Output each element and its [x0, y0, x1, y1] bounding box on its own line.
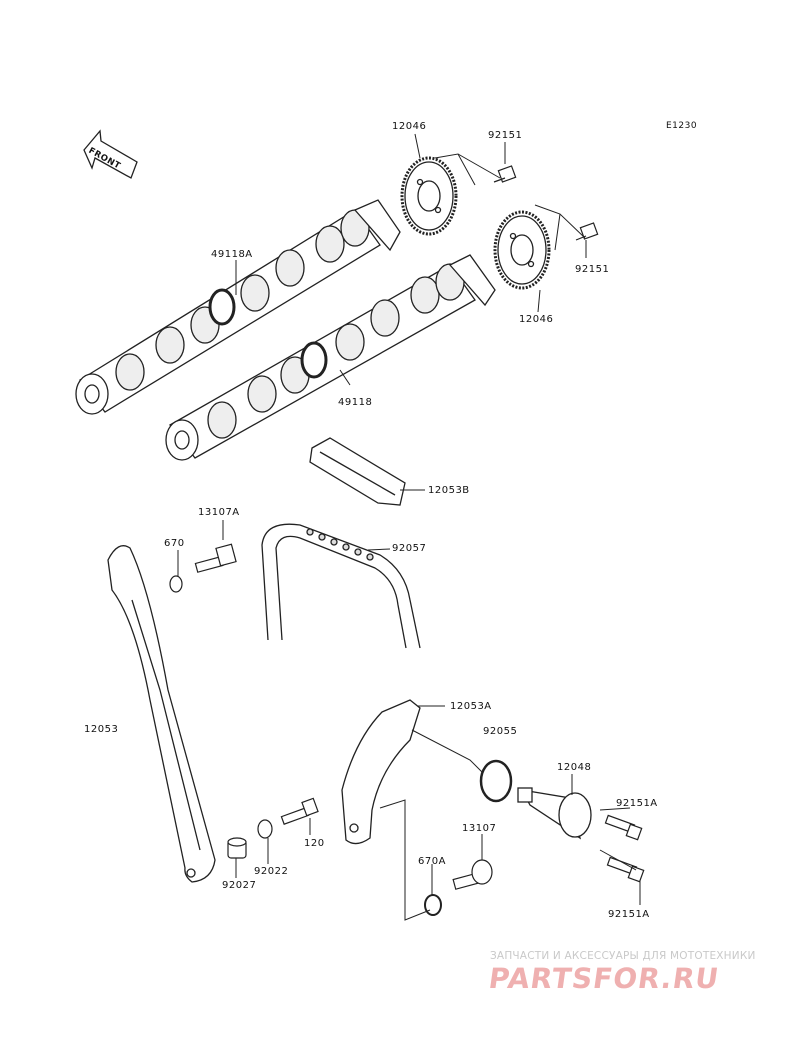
- washer-670A: [424, 894, 442, 916]
- tensioner-bolt-upper: [604, 814, 643, 841]
- cam-chain: [261, 523, 421, 649]
- callout-49118A: 49118A: [211, 249, 253, 260]
- camshaft-49118A: [75, 199, 401, 415]
- camshaft-49118: [165, 254, 496, 461]
- callout-92057: 92057: [392, 543, 427, 554]
- callout-12048: 12048: [557, 762, 592, 773]
- washer-92022: [257, 819, 273, 839]
- watermark-logo: PARTSFOR.RU: [486, 962, 722, 995]
- callout-92151A-upper: 92151A: [616, 798, 658, 809]
- callout-92027: 92027: [222, 880, 257, 891]
- pivot-bolt-13107A: [194, 543, 237, 573]
- chain-guide-12053B: [309, 437, 406, 506]
- cam-sprocket-right: [493, 210, 551, 290]
- sprocket-bolt-right: [575, 222, 599, 241]
- callout-12053B: 12053B: [428, 485, 470, 496]
- callout-92055: 92055: [483, 726, 518, 737]
- diagram-code: E1230: [666, 121, 698, 131]
- callout-670A: 670A: [418, 856, 446, 867]
- callout-92151-top: 92151: [488, 130, 523, 141]
- callout-12053A: 12053A: [450, 701, 492, 712]
- chain-guide-12053A: [341, 699, 421, 845]
- leader-lines: [177, 133, 641, 921]
- callout-92151-right: 92151: [575, 264, 610, 275]
- washer-670: [169, 575, 183, 593]
- pivot-bolt-13107: [452, 859, 493, 890]
- chain-tensioner-12048: [517, 787, 592, 840]
- callout-12046-right: 12046: [519, 314, 554, 325]
- callout-12053: 12053: [84, 724, 119, 735]
- callout-13107A: 13107A: [198, 507, 240, 518]
- callout-670: 670: [164, 538, 185, 549]
- sprocket-bolt-top: [493, 165, 517, 183]
- callout-92151A-lower: 92151A: [608, 909, 650, 920]
- cam-sprocket-top: [400, 156, 458, 236]
- callout-49118: 49118: [338, 397, 373, 408]
- chain-tensioner-guide-12053: [107, 545, 216, 883]
- callout-92022: 92022: [254, 866, 289, 877]
- callout-12046-top: 12046: [392, 121, 427, 132]
- callout-13107: 13107: [462, 823, 497, 834]
- tensioner-bolt-lower: [606, 856, 645, 883]
- watermark-tagline: ЗАПЧАСТИ И АКСЕССУАРЫ ДЛЯ МОТОТЕХНИКИ: [490, 950, 756, 962]
- guide-bolt-120: [280, 797, 319, 825]
- front-arrow: [83, 129, 138, 179]
- callout-120: 120: [304, 838, 325, 849]
- o-ring-92055: [479, 759, 513, 803]
- collar-92027: [227, 837, 247, 859]
